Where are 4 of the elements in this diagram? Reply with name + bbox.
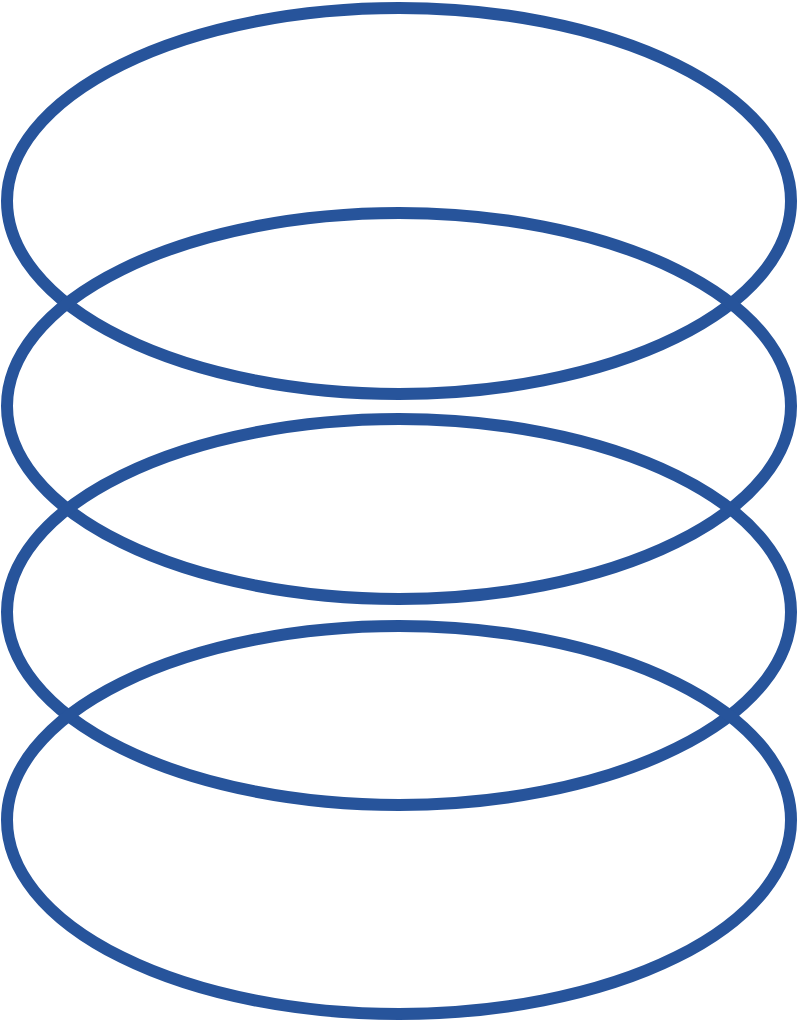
ellipse-ring — [1, 413, 797, 811]
ellipse-ring — [1, 2, 797, 400]
ellipse-ring — [1, 207, 797, 605]
ellipse-ring — [1, 620, 797, 1020]
